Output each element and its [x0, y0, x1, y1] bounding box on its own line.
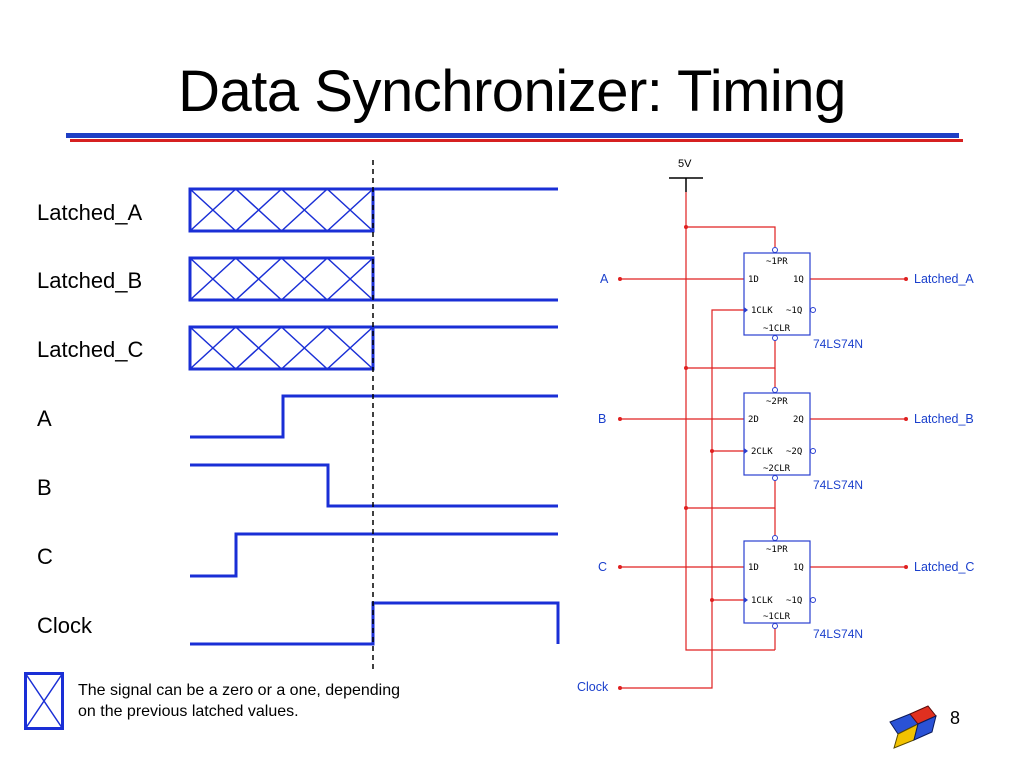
ff1-clk-pin: 1CLK [751, 306, 773, 316]
net-label-c: C [598, 560, 607, 574]
legend-text-line-1: The signal can be a zero or a one, depen… [78, 682, 401, 699]
ff2-clk-pin: 2CLK [751, 447, 773, 457]
ff2-q-pin: 2Q [793, 415, 804, 425]
logo-icon [889, 705, 937, 749]
clock-bus-wire [620, 309, 744, 689]
signal-label-b: B [37, 475, 52, 500]
ff2-d-pin: 2D [748, 415, 759, 425]
title-underline-red [70, 139, 963, 142]
ff2-clr-pin: ~2CLR [763, 464, 791, 474]
signal-label-c: C [37, 544, 53, 569]
flipflop-3: ~1PR 1D 1Q 1CLK ~1Q ~1CLR 74LS74N [743, 535, 863, 641]
net-label-clock: Clock [577, 680, 609, 694]
waveform-latched-c [188, 325, 558, 371]
ff3-clr-pin: ~1CLR [763, 612, 791, 622]
supply-5v-symbol: 5V [669, 158, 703, 192]
title-underline-blue [66, 133, 959, 138]
flipflop-2: ~2PR 2D 2Q 2CLK ~2Q ~2CLR 74LS74N [743, 387, 863, 492]
ff3-clk-pin: 1CLK [751, 596, 773, 606]
ff1-d-pin: 1D [748, 275, 759, 285]
supply-label: 5V [678, 158, 692, 170]
legend-text-line-2: on the previous latched values. [78, 703, 299, 720]
net-label-latched-c: Latched_C [914, 560, 974, 574]
legend-text: The signal can be a zero or a one, depen… [78, 680, 498, 722]
ff1-clr-pin: ~1CLR [763, 324, 791, 334]
ff1-pr-pin: ~1PR [766, 257, 788, 267]
signal-label-latched-a: Latched_A [37, 200, 143, 225]
net-label-a: A [600, 272, 609, 286]
signal-label-latched-c: Latched_C [37, 337, 144, 362]
signal-label-latched-b: Latched_B [37, 268, 143, 293]
flipflop-1: ~1PR 1D 1Q 1CLK ~1Q ~1CLR 74LS74N [743, 247, 863, 351]
ff2-part-label: 74LS74N [813, 478, 863, 492]
signal-label-a: A [37, 406, 52, 431]
ff3-qbar-pin: ~1Q [786, 596, 802, 606]
net-label-latched-a: Latched_A [914, 272, 974, 286]
signal-label-clock: Clock [37, 613, 93, 638]
ff2-qbar-pin: ~2Q [786, 447, 802, 457]
waveform-b [190, 463, 558, 508]
slide-title: Data Synchronizer: Timing [178, 59, 846, 124]
net-label-latched-b: Latched_B [914, 412, 974, 426]
ff2-pr-pin: ~2PR [766, 397, 788, 407]
page-number: 8 [950, 708, 961, 728]
waveform-c [190, 532, 558, 578]
ff3-q-pin: 1Q [793, 563, 804, 573]
waveform-a [190, 394, 558, 439]
ff3-pr-pin: ~1PR [766, 545, 788, 555]
ff3-part-label: 74LS74N [813, 627, 863, 641]
net-label-b: B [598, 412, 606, 426]
unknown-state-legend-icon [24, 672, 64, 730]
ff3-d-pin: 1D [748, 563, 759, 573]
ff1-qbar-pin: ~1Q [786, 306, 802, 316]
supply-bus-wire [685, 192, 775, 651]
ff1-part-label: 74LS74N [813, 337, 863, 351]
ff1-q-pin: 1Q [793, 275, 804, 285]
